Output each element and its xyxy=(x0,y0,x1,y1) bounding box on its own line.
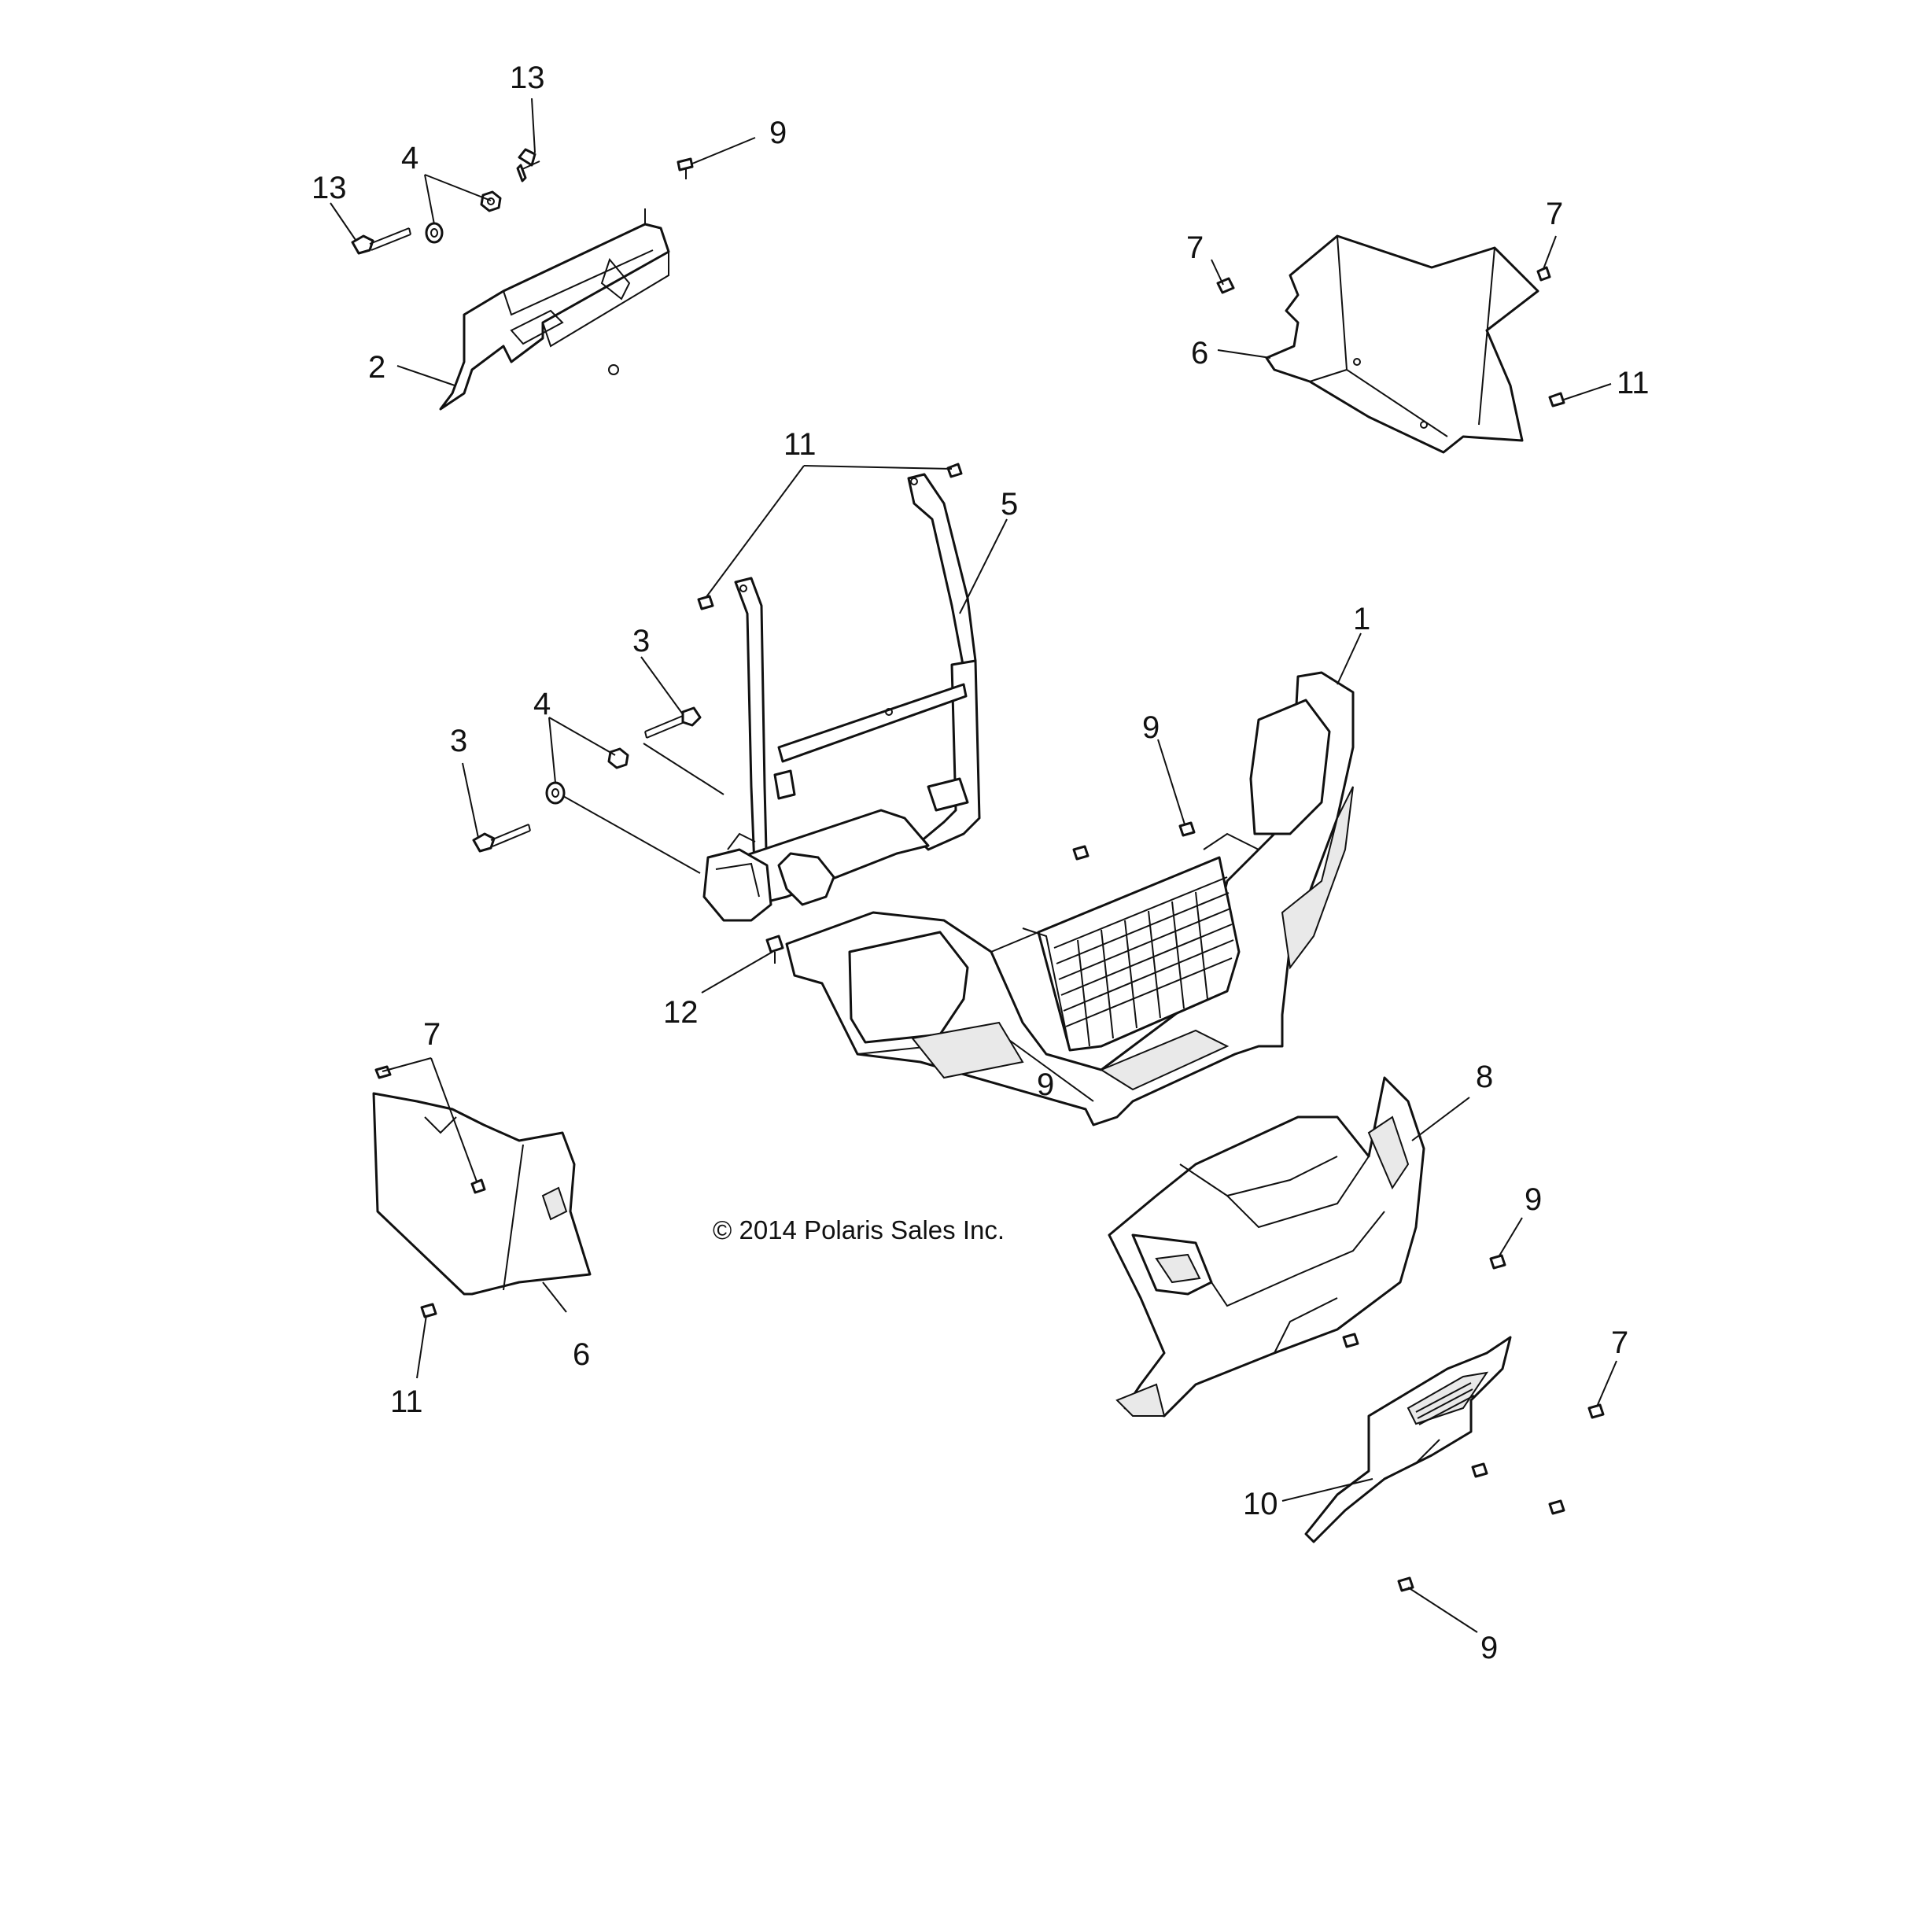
callout-3-lower: 3 xyxy=(450,724,467,758)
screw-9-fascia-b xyxy=(1072,845,1090,861)
callout-9-upper: 9 xyxy=(769,116,787,150)
callout-10: 10 xyxy=(1243,1487,1278,1521)
callout-3-upper: 3 xyxy=(632,624,650,658)
callout-7-right-b: 7 xyxy=(1546,197,1563,231)
callout-8: 8 xyxy=(1476,1060,1493,1094)
callout-9-fascia-lower: 9 xyxy=(1037,1067,1054,1102)
skid-part-10 xyxy=(1304,1336,1512,1543)
screw-9-upper xyxy=(677,157,694,179)
bolt-3-upper xyxy=(644,706,702,739)
callout-2: 2 xyxy=(368,350,385,385)
nut-4-upper xyxy=(480,190,502,212)
callout-11-frame: 11 xyxy=(783,427,817,462)
callout-4-upper: 4 xyxy=(401,141,418,175)
screw-7-left-a xyxy=(374,1065,392,1079)
nut-4-lower xyxy=(607,747,629,769)
callout-9-fascia: 9 xyxy=(1142,710,1160,745)
screw-9-cover-a xyxy=(1489,1254,1506,1270)
bracket-part-2 xyxy=(439,208,670,411)
copyright-notice: © 2014 Polaris Sales Inc. xyxy=(713,1215,1005,1244)
washer-4-upper xyxy=(425,222,444,244)
screw-11-left xyxy=(420,1303,437,1318)
cover-part-8 xyxy=(1108,1076,1425,1418)
screw-9-skid-b xyxy=(1548,1499,1565,1515)
screw-11-frame-b xyxy=(697,595,714,610)
fascia-part-1 xyxy=(785,671,1355,1126)
callout-13-lower: 13 xyxy=(312,171,347,205)
grille-mesh xyxy=(1053,876,1234,1047)
callout-12: 12 xyxy=(663,995,699,1030)
bolt-3-lower xyxy=(472,824,531,853)
screw-11-right xyxy=(1548,392,1565,407)
callout-7-left: 7 xyxy=(423,1017,441,1052)
callout-labels: 13 9 13 4 2 7 7 6 11 11 5 1 3 4 3 9 12 9… xyxy=(312,61,1650,1665)
callout-11-right: 11 xyxy=(1617,366,1650,400)
screw-9-cover-b xyxy=(1342,1333,1359,1348)
callout-4-lower: 4 xyxy=(533,687,551,721)
screw-11-frame-a xyxy=(946,463,963,478)
panel-part-6-left xyxy=(372,1092,592,1296)
callout-9-cover: 9 xyxy=(1525,1182,1542,1217)
callout-6-right: 6 xyxy=(1191,336,1208,371)
screw-7-skid xyxy=(1587,1403,1605,1419)
callout-13-upper: 13 xyxy=(510,61,545,95)
leader-lines xyxy=(330,98,1617,1633)
screw-7-left-b xyxy=(470,1178,486,1194)
screw-7-right-a xyxy=(1216,277,1235,294)
bolt-13-upper xyxy=(516,148,540,183)
washer-4-lower xyxy=(545,781,566,805)
callout-6-left: 6 xyxy=(573,1337,590,1372)
callout-7-right-a: 7 xyxy=(1186,230,1204,265)
callout-7-skid: 7 xyxy=(1611,1325,1628,1360)
panel-part-6-right xyxy=(1265,234,1539,454)
screw-9-fascia-a xyxy=(1178,821,1196,837)
frame-part-5 xyxy=(702,473,981,922)
callout-11-left: 11 xyxy=(390,1384,423,1419)
bolt-13-lower xyxy=(351,227,411,255)
assembly-line-a xyxy=(643,743,724,795)
assembly-line-b xyxy=(562,795,701,874)
callout-9-skid: 9 xyxy=(1480,1631,1498,1665)
screw-9-skid-a xyxy=(1471,1462,1488,1478)
push-rivet-12 xyxy=(765,935,784,964)
screw-7-right-b xyxy=(1536,266,1551,282)
callout-1: 1 xyxy=(1353,602,1370,636)
callout-5: 5 xyxy=(1001,487,1018,522)
skid-vent xyxy=(1415,1382,1475,1425)
